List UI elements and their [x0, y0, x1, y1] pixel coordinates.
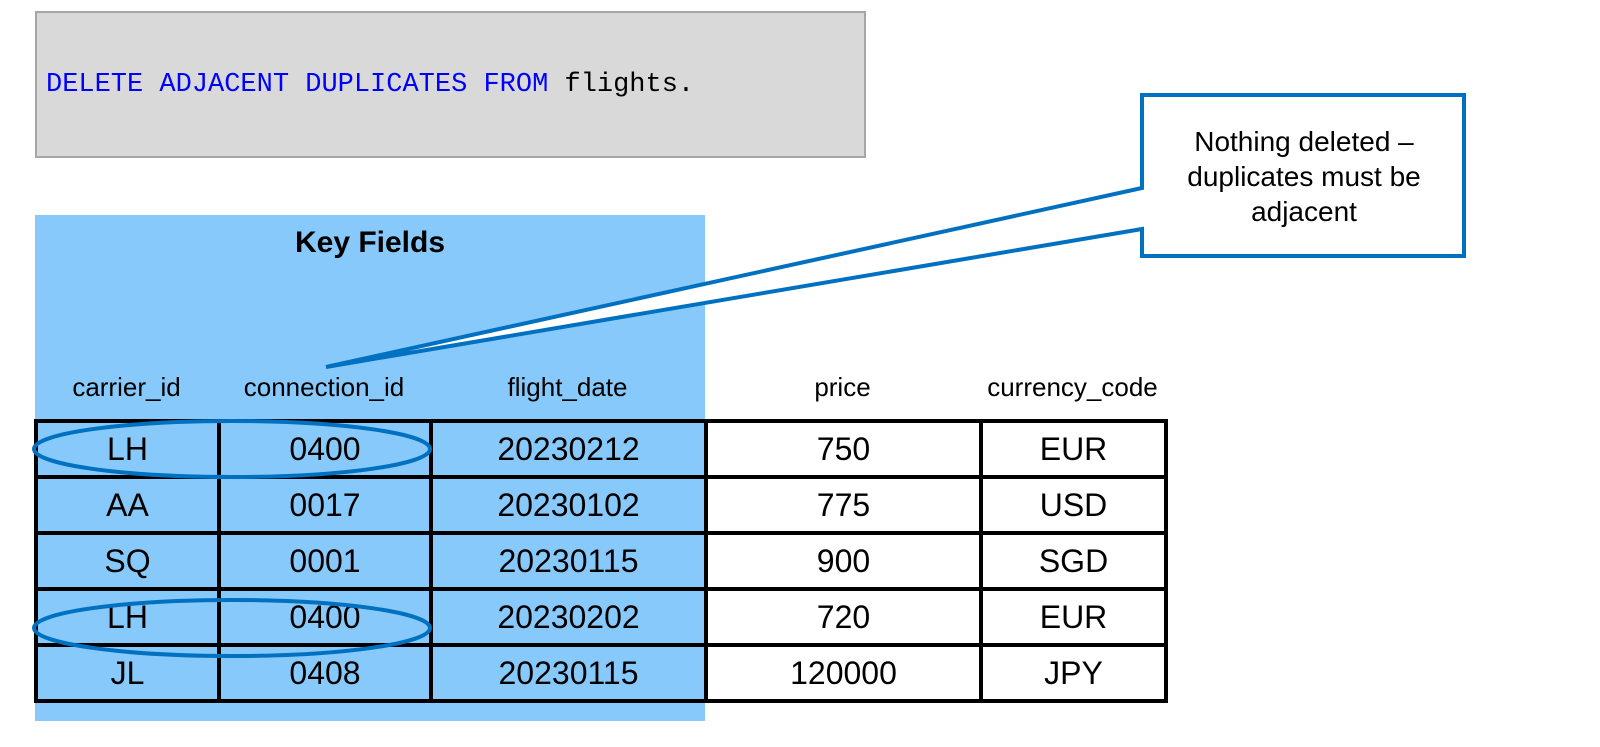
cell-currency-code: EUR: [979, 419, 1168, 479]
table-row: LH 0400 20230202 720 EUR: [34, 587, 1168, 647]
cell-connection-id: 0001: [217, 531, 433, 591]
cell-connection-id: 0017: [217, 475, 433, 535]
column-header-price: price: [814, 372, 871, 402]
column-header-flight-date: flight_date: [507, 372, 628, 402]
flights-table: LH 0400 20230212 750 EUR AA 0017 2023010…: [34, 419, 1168, 703]
duplicate-highlight-ellipse: [32, 419, 432, 479]
cell-price: 900: [704, 531, 983, 591]
cell-flight-date: 20230212: [429, 419, 708, 479]
callout-line: duplicates must be: [1187, 161, 1421, 192]
callout-line: Nothing deleted –: [1194, 126, 1414, 157]
cell-price: 775: [704, 475, 983, 535]
cell-currency-code: JPY: [979, 643, 1168, 703]
cell-flight-date: 20230115: [429, 531, 708, 591]
code-box: DELETE ADJACENT DUPLICATES FROM flights.: [35, 11, 866, 158]
cell-price: 750: [704, 419, 983, 479]
cell-currency-code: SGD: [979, 531, 1168, 591]
column-header-carrier-id: carrier_id: [72, 372, 181, 402]
cell-currency-code: EUR: [979, 587, 1168, 647]
table-row: LH 0400 20230212 750 EUR: [34, 419, 1168, 479]
cell-flight-date: 20230115: [429, 643, 708, 703]
cell-flight-date: 20230102: [429, 475, 708, 535]
callout-line: adjacent: [1251, 196, 1357, 227]
duplicate-highlight-ellipse: [32, 598, 432, 658]
code-statement: DELETE ADJACENT DUPLICATES FROM flights.: [46, 70, 694, 100]
key-fields-title: Key Fields: [294, 226, 446, 259]
table-row: SQ 0001 20230115 900 SGD: [34, 531, 1168, 591]
callout-shape: [325, 93, 1466, 369]
cell-currency-code: USD: [979, 475, 1168, 535]
column-header-connection-id: connection_id: [243, 372, 405, 402]
cell-carrier-id: AA: [34, 475, 221, 535]
callout-text: Nothing deleted – duplicates must be adj…: [1145, 124, 1463, 229]
cell-price: 720: [704, 587, 983, 647]
cell-price: 120000: [704, 643, 983, 703]
code-identifier: flights.: [564, 70, 695, 100]
cell-carrier-id: LH: [34, 419, 221, 479]
cell-carrier-id: SQ: [34, 531, 221, 591]
cell-flight-date: 20230202: [429, 587, 708, 647]
table-row: AA 0017 20230102 775 USD: [34, 475, 1168, 535]
code-keywords: DELETE ADJACENT DUPLICATES FROM: [46, 70, 549, 100]
cell-carrier-id: LH: [34, 587, 221, 647]
column-header-currency-code: currency_code: [987, 372, 1158, 402]
